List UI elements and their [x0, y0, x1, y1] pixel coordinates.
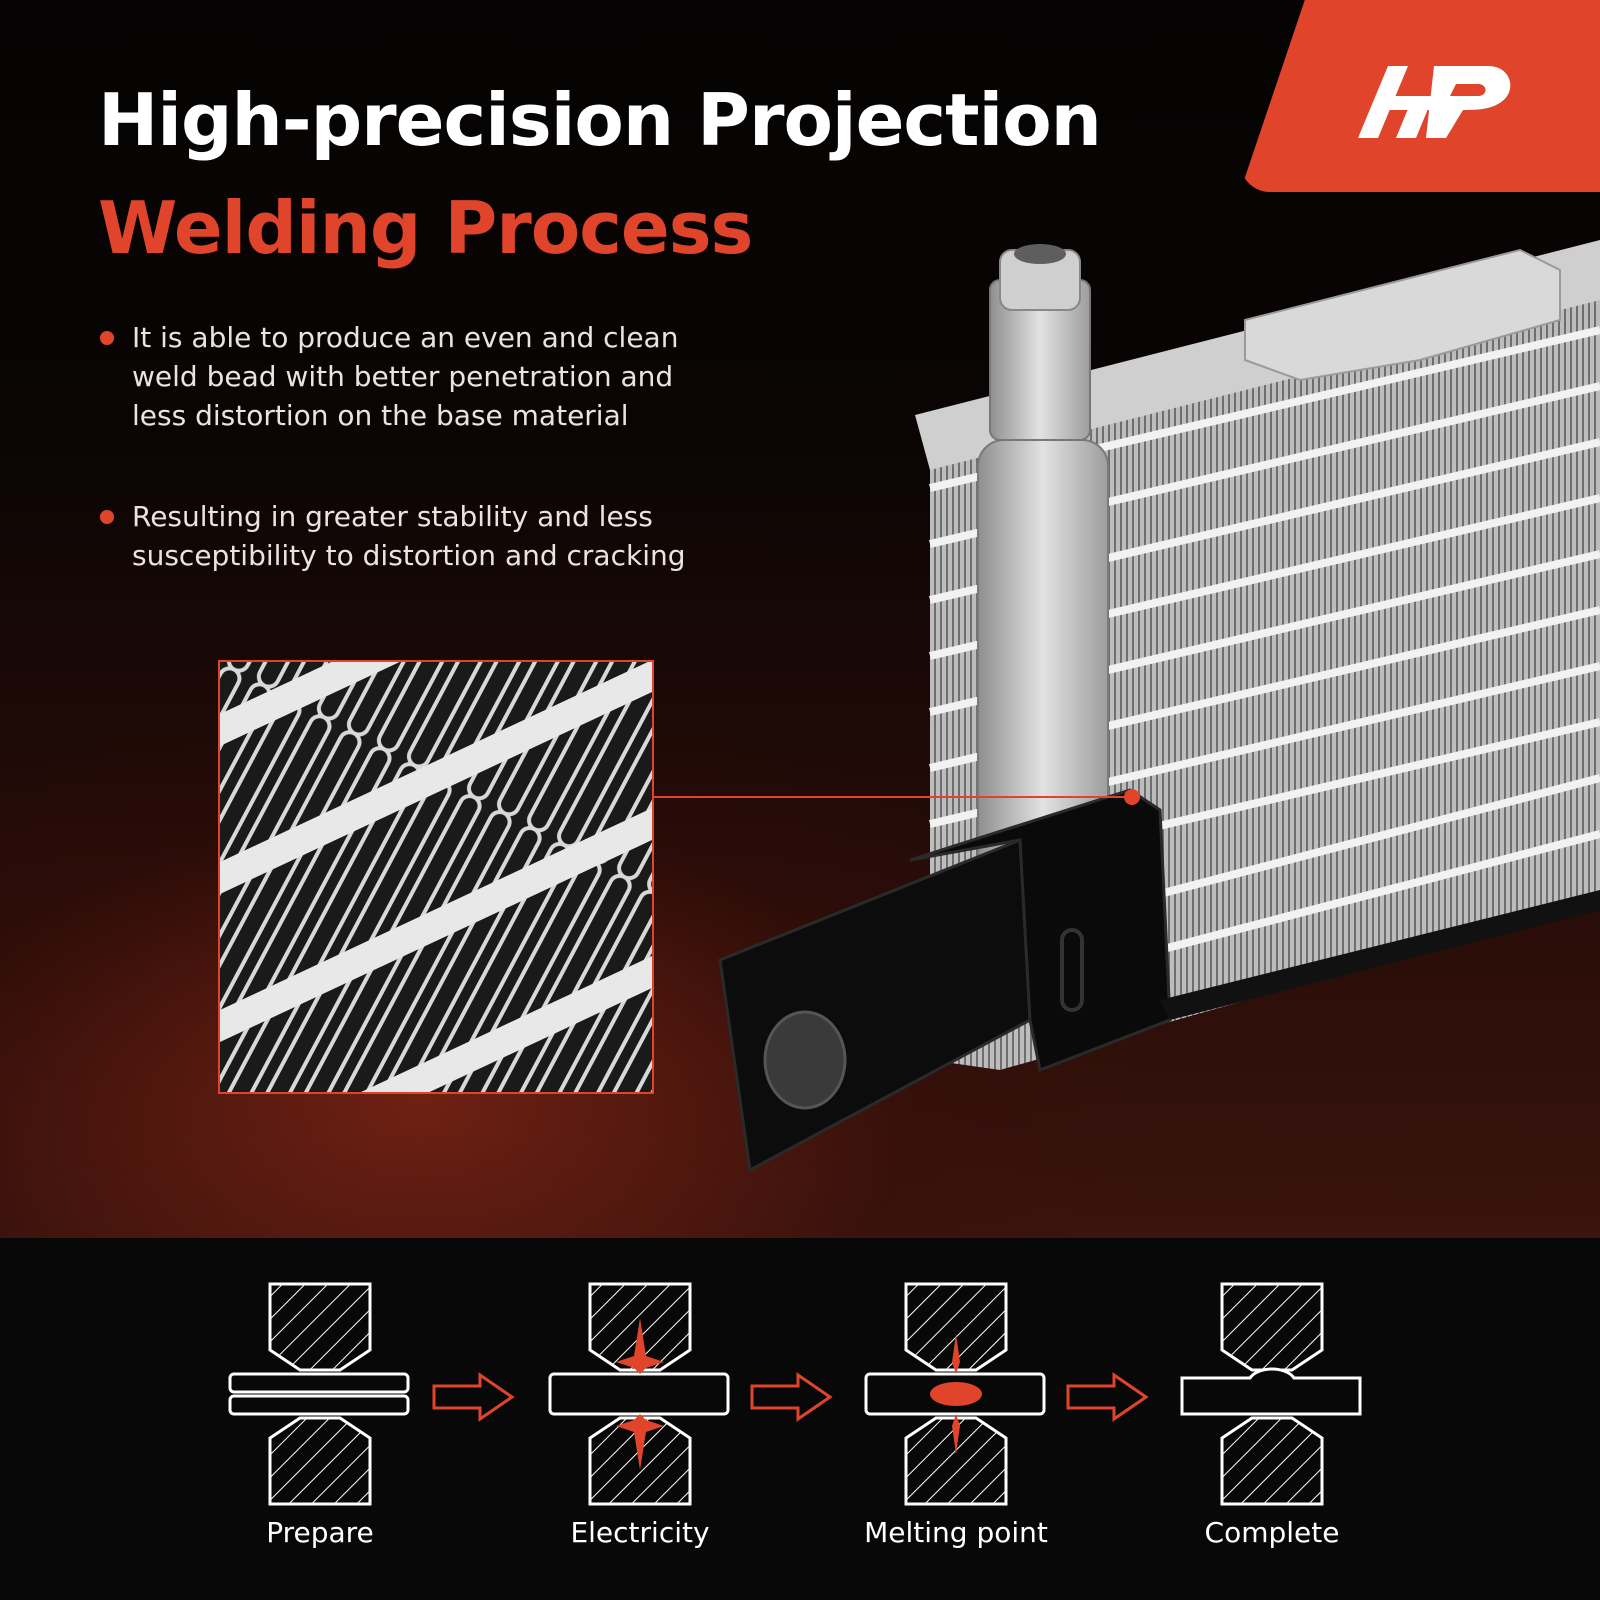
- weld-melting-icon: [864, 1282, 1046, 1506]
- arrow-right-icon: [750, 1372, 833, 1422]
- feature-bullet-text: It is able to produce an even and clean …: [132, 321, 679, 432]
- process-step-complete: Complete: [1172, 1278, 1372, 1549]
- bullet-dot-icon: [100, 331, 114, 345]
- step-label: Electricity: [570, 1516, 710, 1549]
- bullet-dot-icon: [100, 510, 114, 524]
- process-step-melting: Melting point: [856, 1278, 1056, 1549]
- brand-logo-icon: [1358, 66, 1511, 138]
- weld-complete-icon: [1180, 1282, 1362, 1506]
- brand-logo-tab: [1240, 0, 1600, 192]
- arrow-right-icon: [1066, 1372, 1149, 1422]
- oil-cooler-image: [718, 240, 1600, 1173]
- process-step-prepare: Prepare: [220, 1278, 420, 1549]
- headline-line-2: Welding Process: [98, 186, 753, 270]
- weld-prepare-icon: [228, 1282, 410, 1506]
- feature-bullet-text: Resulting in greater stability and less …: [132, 500, 686, 572]
- feature-bullet: Resulting in greater stability and less …: [100, 497, 720, 575]
- feature-bullet: It is able to produce an even and clean …: [100, 318, 720, 435]
- weld-closeup-image: [218, 660, 654, 1094]
- step-label: Melting point: [864, 1516, 1048, 1549]
- step-label: Complete: [1204, 1516, 1340, 1549]
- process-step-electricity: Electricity: [540, 1278, 740, 1549]
- arrow-right-icon: [432, 1372, 515, 1422]
- headline-line-1: High-precision Projection: [98, 78, 1102, 162]
- step-label: Prepare: [266, 1516, 374, 1549]
- weld-electricity-icon: [548, 1282, 730, 1506]
